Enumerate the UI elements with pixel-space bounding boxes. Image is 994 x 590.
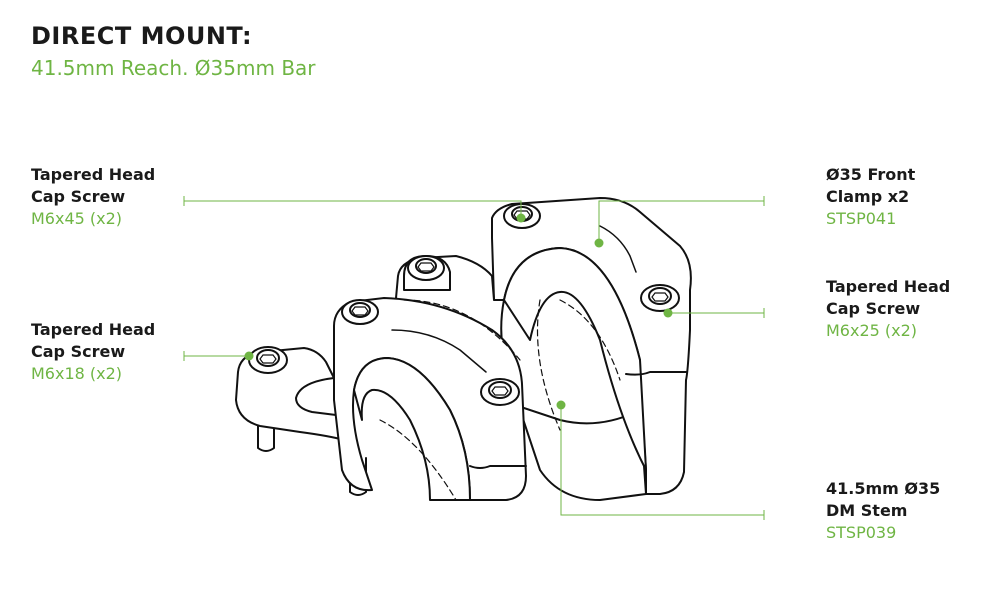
hex-bolt-icon	[407, 255, 445, 281]
callout-part-number: M6x18 (x2)	[31, 364, 123, 383]
leader-dm-stem	[560, 405, 765, 520]
stem-drawing	[235, 197, 692, 501]
callout-name-line1: Ø35 Front	[826, 165, 916, 184]
leader-front-clamp	[598, 196, 765, 243]
dot-dm-stem	[556, 400, 566, 410]
dot-screw-m6x45	[516, 213, 526, 223]
callout-name-line2: Cap Screw	[31, 187, 126, 206]
callout-name-line1: 41.5mm Ø35	[826, 479, 941, 498]
callout-screw-m6x18: Tapered Head Cap Screw M6x18 (x2)	[31, 319, 155, 385]
bolt-heads	[248, 203, 680, 406]
hex-bolt-icon	[640, 284, 680, 312]
dot-screw-m6x25	[663, 308, 673, 318]
callout-dots	[244, 213, 673, 410]
callout-name-line1: Tapered Head	[826, 277, 951, 296]
dot-screw-m6x18	[244, 351, 254, 361]
callout-dm-stem: 41.5mm Ø35 DM Stem STSP039	[826, 478, 940, 544]
callout-front-clamp: Ø35 Front Clamp x2 STSP041	[826, 164, 915, 230]
callout-name-line2: DM Stem	[826, 501, 908, 520]
callout-screw-m6x45: Tapered Head Cap Screw M6x45 (x2)	[31, 164, 155, 230]
leader-screw-m6x25	[668, 308, 765, 318]
hex-bolt-icon	[341, 299, 379, 325]
callout-part-number: M6x25 (x2)	[826, 321, 918, 340]
callout-part-number: STSP039	[826, 523, 897, 542]
page-subtitle: 41.5mm Reach. Ø35mm Bar	[31, 56, 316, 80]
leader-screw-m6x45	[183, 196, 522, 218]
callout-leaders	[183, 196, 765, 520]
hex-bolt-icon	[480, 378, 520, 406]
callout-part-number: STSP041	[826, 209, 897, 228]
front-clamp-bore	[353, 357, 471, 501]
page-title: DIRECT MOUNT:	[31, 22, 253, 50]
hex-bolt-icon	[248, 346, 288, 374]
callout-name-line1: Tapered Head	[31, 320, 156, 339]
callout-name-line1: Tapered Head	[31, 165, 156, 184]
dot-front-clamp	[594, 238, 604, 248]
callout-name-line2: Cap Screw	[31, 342, 126, 361]
callout-screw-m6x25: Tapered Head Cap Screw M6x25 (x2)	[826, 276, 950, 342]
callout-name-line2: Clamp x2	[826, 187, 910, 206]
callout-name-line2: Cap Screw	[826, 299, 921, 318]
callout-part-number: M6x45 (x2)	[31, 209, 123, 228]
leader-screw-m6x18	[183, 351, 249, 361]
